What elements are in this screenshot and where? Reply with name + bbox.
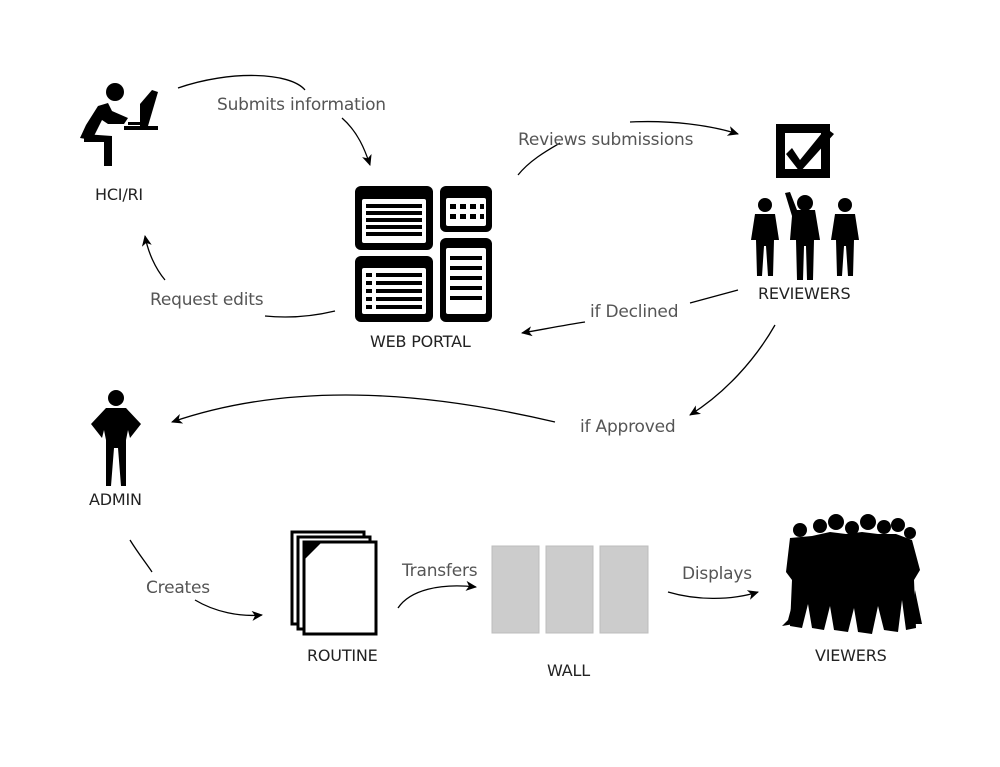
checkbox-edit-icon: [776, 124, 834, 178]
node-label-wall: WALL: [547, 661, 590, 680]
arrow-displays-to-viewers: [667, 590, 759, 600]
crowd-icon: [782, 514, 922, 634]
node-label-web-portal: WEB PORTAL: [370, 332, 471, 351]
edge-label-request-edits: Request edits: [150, 290, 264, 310]
arrow-creates-to-routine: [194, 599, 263, 621]
edge-label-displays: Displays: [682, 564, 752, 584]
node-label-admin: ADMIN: [89, 490, 142, 509]
node-label-hci: HCI/RI: [95, 185, 143, 204]
documents-stack-icon: [290, 530, 378, 636]
person-at-computer-icon: [80, 83, 158, 166]
web-portal-icon: [355, 186, 492, 322]
arrow-declined-to-portal: [521, 321, 586, 337]
edge-label-submits: Submits information: [217, 95, 386, 115]
arrow-declined-line: [689, 289, 739, 304]
wall-panels: [491, 545, 649, 634]
edge-label-transfers: Transfers: [402, 561, 478, 581]
arrow-transfers-to-wall: [397, 580, 477, 609]
edge-label-declined: if Declined: [590, 302, 679, 322]
arrow-submits-to-portal: [177, 74, 306, 91]
edge-label-reviews: Reviews submissions: [518, 130, 694, 150]
arrow-submits-to-portal-head: [341, 117, 372, 166]
arrow-reviews-to-reviewers: [517, 142, 561, 176]
arrow-reviews-to-reviewers-head: [629, 120, 739, 136]
arrow-request-edits-line: [264, 310, 336, 318]
reviewers-group-icon: [751, 192, 859, 280]
edge-label-creates: Creates: [146, 578, 210, 598]
node-label-reviewers: REVIEWERS: [758, 284, 851, 303]
arrow-reviewers-to-approved: [689, 324, 776, 416]
admin-person-icon: [91, 390, 141, 486]
arrow-request-edits-to-hci: [141, 235, 166, 281]
arrow-admin-to-creates: [129, 539, 153, 573]
node-label-viewers: VIEWERS: [815, 646, 887, 665]
node-label-routine: ROUTINE: [307, 646, 378, 665]
arrow-approved-to-admin: [171, 394, 556, 424]
edge-label-approved: if Approved: [580, 417, 676, 437]
